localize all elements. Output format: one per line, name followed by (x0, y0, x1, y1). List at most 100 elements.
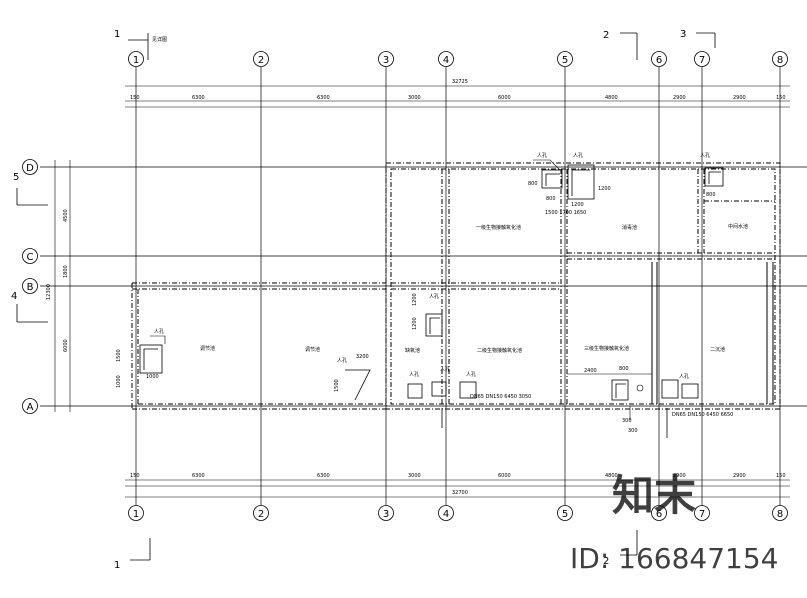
axis-bubble: 3 (378, 51, 394, 67)
section-number: 2 (603, 30, 609, 41)
detail-dimension: 800 (546, 196, 556, 202)
axis-label-6: 6 (656, 509, 662, 520)
dimension-right-edge: 150 (776, 95, 786, 101)
room-label: 调节池 (200, 345, 215, 352)
axis-label-5: 5 (562, 55, 568, 66)
axis-bubble: 1 (128, 505, 144, 521)
dimension-span-6-7: 2900 (673, 473, 686, 479)
axis-bubble: D (22, 159, 38, 175)
detail-dimension: 300 (628, 428, 638, 434)
axis-label-d: D (26, 163, 34, 174)
axis-label-1: 1 (133, 509, 139, 520)
manhole-detail: 人孔 3200 1500 (334, 354, 371, 401)
manhole-label: 人孔 (337, 357, 347, 364)
room-label: 一级生物接触氧化池 (476, 224, 521, 231)
manhole-detail: 800 2400 300 300 (567, 366, 652, 434)
axis-bubble: 5 (557, 505, 573, 521)
section-number: 1 (114, 29, 120, 40)
dimension-right-edge: 150 (776, 473, 786, 479)
watermark-id: ID: 166847154 (570, 542, 778, 575)
manhole-detail: 人孔 800 (700, 152, 724, 198)
top-dimension-chain: 32725 150 6300 6300 3000 6000 4800 2900 … (125, 79, 790, 108)
dimension-span-4-5: 6000 (498, 95, 511, 101)
column-axis-bubbles-bottom: 1 2 3 4 5 6 7 8 (128, 505, 788, 521)
section-number: 5 (13, 172, 19, 183)
manhole-label: 人孔 (429, 293, 439, 300)
section-number: 1 (114, 560, 120, 571)
manhole-label: 人孔 (679, 373, 689, 380)
partition-walls (651, 262, 774, 404)
section-number: 2 (603, 556, 609, 567)
axis-label-3: 3 (383, 55, 389, 66)
left-total-dimension: 12300 (46, 284, 52, 300)
manhole-label: 人孔 (573, 152, 583, 159)
detail-dimension: 1200 (598, 186, 611, 192)
axis-bubble: 5 (557, 51, 573, 67)
axis-label-3: 3 (383, 509, 389, 520)
axis-label-5: 5 (562, 509, 568, 520)
axis-label-8: 8 (777, 55, 783, 66)
dimension-b-a: 6000 (63, 339, 69, 352)
section-mark-top-left: 1 见详图 (114, 29, 167, 60)
axis-bubble: 6 (651, 51, 667, 67)
axis-bubble: 4 (438, 505, 454, 521)
axis-label-8: 8 (777, 509, 783, 520)
detail-dimension: 3200 (356, 354, 369, 360)
detail-dimension: 2400 (584, 368, 597, 374)
axis-bubble: A (22, 398, 38, 414)
section-mark-top-right: 3 (680, 29, 716, 48)
axis-label-b: B (27, 282, 34, 293)
detail-callouts: 人孔 800 800 人孔 1200 1200 1500 1700 1650 人… (116, 152, 733, 438)
detail-dimension: 1500 (116, 349, 122, 362)
room-label: 缺氧池 (405, 347, 420, 354)
axis-label-2: 2 (258, 55, 264, 66)
axis-label-7: 7 (699, 509, 705, 520)
bottom-dimension-chain: 150 6300 6300 3000 6000 4800 2900 2900 1… (125, 473, 790, 498)
room-label: 调节池 (305, 346, 320, 353)
tank-walls (131, 162, 781, 410)
dimension-span-2-3: 6300 (317, 95, 330, 101)
section-number: 3 (680, 29, 686, 40)
row-grid-lines (40, 166, 807, 407)
axis-bubble: 8 (772, 51, 788, 67)
axis-label-7: 7 (699, 55, 705, 66)
detail-note: 见详图 (152, 36, 167, 43)
detail-dimension: 1200 (412, 317, 418, 330)
dimension-c-b: 1800 (63, 265, 69, 278)
pipe-note: DN65 DN150 6450 3050 (470, 394, 531, 400)
top-total-dimension: 32725 (452, 79, 468, 85)
axis-label-2: 2 (258, 509, 264, 520)
axis-bubble: B (22, 278, 38, 294)
axis-label-1: 1 (133, 55, 139, 66)
axis-bubble: 2 (253, 51, 269, 67)
room-label: 二级生物接触氧化池 (477, 347, 522, 354)
detail-dimension: 800 (528, 181, 538, 187)
pipe-note: DN65 DN150 6450 6650 (672, 412, 733, 418)
dimension-span-3-4: 3000 (408, 95, 421, 101)
manhole-label: 人孔 (537, 152, 547, 159)
axis-label-c: C (27, 252, 34, 263)
axis-bubble: 1 (128, 51, 144, 67)
bottom-total-dimension: 32700 (452, 490, 468, 496)
manhole-label: 人孔 (440, 366, 450, 373)
detail-note: 1500 1700 1650 (545, 210, 586, 216)
detail-dimension: 800 (619, 366, 629, 372)
axis-label-6: 6 (656, 55, 662, 66)
room-label: 消毒池 (622, 224, 637, 231)
axis-label-4: 4 (443, 509, 449, 520)
axis-bubble: 7 (694, 51, 710, 67)
detail-dimension: 1200 (571, 202, 584, 208)
manhole-detail: 人孔 800 800 (528, 152, 563, 202)
detail-dimension: 1000 (116, 375, 122, 388)
section-mark-top-mid: 2 (603, 30, 638, 60)
dimension-left-edge: 150 (130, 95, 140, 101)
dimension-span-4-5: 6000 (498, 473, 511, 479)
axis-bubble: 8 (772, 505, 788, 521)
manhole-label: 人孔 (409, 371, 419, 378)
axis-label-a: A (27, 402, 34, 413)
section-mark-bottom-left: 1 (114, 538, 151, 571)
section-mark-left-upper: 5 (13, 172, 48, 206)
axis-bubble: 6 (651, 505, 667, 521)
dimension-span-1-2: 6300 (192, 95, 205, 101)
axis-bubble: 4 (438, 51, 454, 67)
